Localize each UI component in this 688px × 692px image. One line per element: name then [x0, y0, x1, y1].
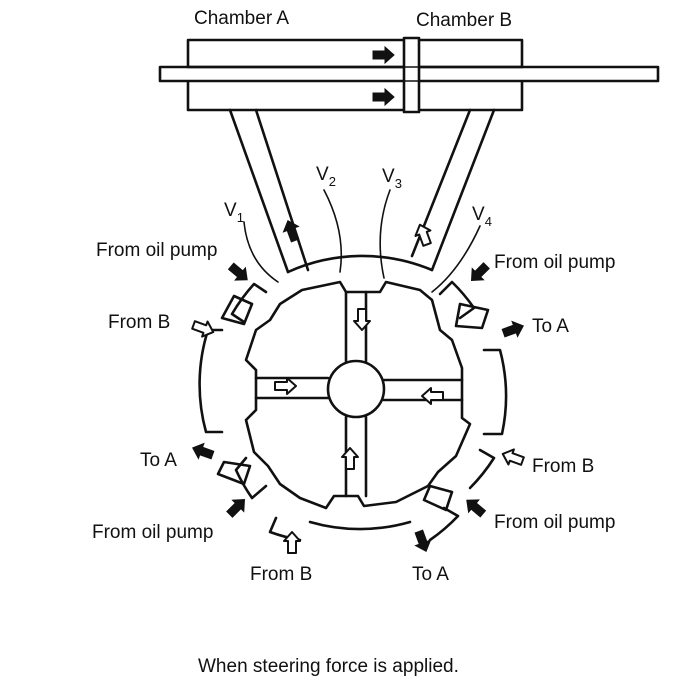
from-oil-pump-top-right-label: From oil pump — [494, 252, 615, 273]
hollow-arrow-icon — [353, 308, 371, 331]
v3-label: V3 — [382, 166, 402, 191]
hollow-arrow-icon — [498, 445, 527, 470]
solid-arrow-icon — [465, 259, 493, 287]
from-oil-pump-bottom-right-label: From oil pump — [494, 512, 615, 533]
torsion-bar-shaft — [326, 359, 386, 419]
hollow-arrow-icon — [274, 377, 297, 395]
solid-arrow-icon — [223, 493, 251, 521]
solid-arrow-icon — [461, 493, 489, 521]
hollow-arrow-icon — [189, 316, 218, 341]
valve-leader-lines — [243, 189, 481, 293]
power-cylinder — [158, 36, 660, 114]
from-b-right-label: From B — [532, 456, 594, 477]
valve-body — [198, 254, 508, 542]
hollow-arrow-icon — [341, 447, 359, 470]
chamber-a-label: Chamber A — [194, 8, 289, 29]
hollow-arrow-icon — [421, 387, 444, 405]
from-oil-pump-bottom-left-label: From oil pump — [92, 522, 213, 543]
from-b-left-label: From B — [108, 312, 170, 333]
hydraulic-lines — [228, 108, 496, 274]
from-oil-pump-top-left-label: From oil pump — [96, 240, 217, 261]
to-a-right-label: To A — [532, 316, 569, 337]
v1-label: V1 — [224, 200, 244, 225]
solid-arrow-icon — [500, 317, 527, 342]
solid-arrow-icon — [225, 259, 253, 287]
solid-arrow-icon — [189, 439, 216, 464]
chamber-b-label: Chamber B — [416, 10, 512, 31]
v4-label: V4 — [472, 204, 492, 229]
v2-label: V2 — [316, 164, 336, 189]
hollow-arrow-icon — [283, 531, 301, 554]
figure-caption: When steering force is applied. — [198, 656, 459, 677]
to-a-left-label: To A — [140, 450, 177, 471]
to-a-bottom-label: To A — [412, 564, 449, 585]
from-b-bottom-label: From B — [250, 564, 312, 585]
solid-arrow-icon — [410, 528, 435, 555]
piston — [402, 36, 421, 114]
